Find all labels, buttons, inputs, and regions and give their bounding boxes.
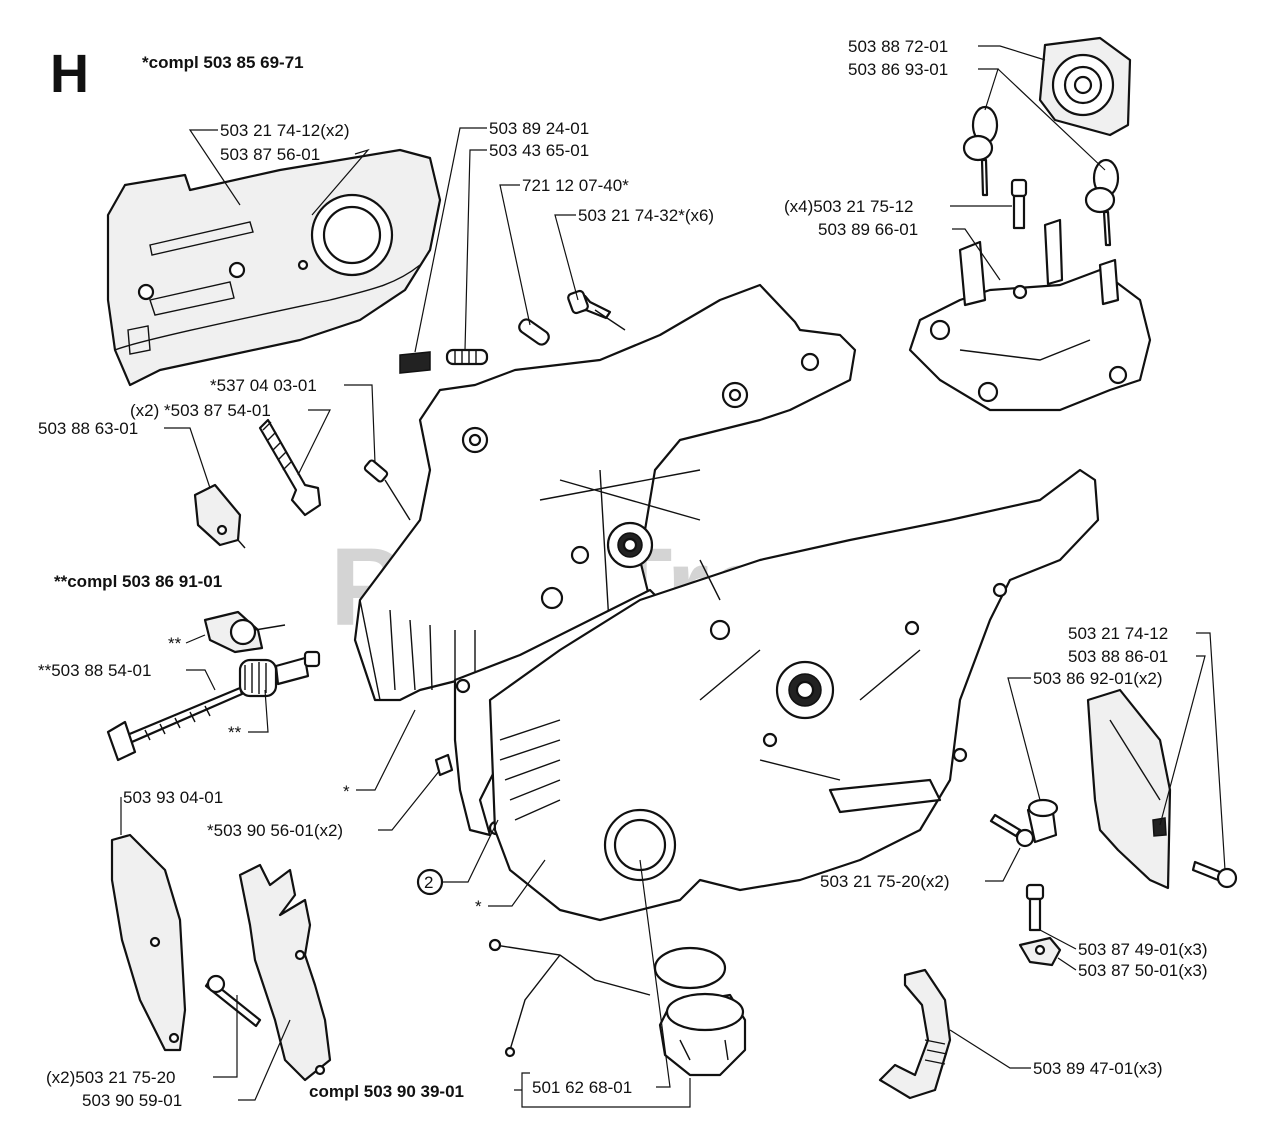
label-50388630: 503 88 63-01 xyxy=(38,419,138,438)
label-50388720: 503 88 72-01 xyxy=(848,37,948,56)
label-50390560: *503 90 56-01(x2) xyxy=(207,821,343,840)
label-50387560: 503 87 56-01 xyxy=(220,145,320,164)
label-50387500: 503 87 50-01(x3) xyxy=(1078,961,1207,980)
label-72112074: 721 12 07-40* xyxy=(522,176,629,195)
label-50393040: 503 93 04-01 xyxy=(123,788,223,807)
chain-tensioner-drawing xyxy=(106,610,321,762)
bolt-50321751-drawing xyxy=(1010,178,1028,230)
label-circle-2: 2 xyxy=(424,873,433,892)
label-dstar-b: ** xyxy=(228,723,242,742)
label-50390590: 503 90 59-01 xyxy=(82,1091,182,1110)
label-star-a: * xyxy=(343,782,350,801)
screw-50321752-drawing xyxy=(989,813,1035,848)
side-guard-drawing xyxy=(1086,688,1172,890)
label-50389240: 503 89 24-01 xyxy=(489,119,589,138)
label-50321751-x4: (x4)503 21 75-12 xyxy=(784,197,913,216)
grommet-parts-drawing xyxy=(962,36,1132,247)
label-50388540: **503 88 54-01 xyxy=(38,661,151,680)
label-50162680: 501 62 68-01 xyxy=(532,1078,632,1097)
circle-marker-2: 2 xyxy=(416,868,444,896)
clutch-cover-drawing xyxy=(106,148,442,387)
section-letter: H xyxy=(50,44,89,104)
label-50387490: 503 87 49-01(x3) xyxy=(1078,940,1207,959)
label-50321741: 503 21 74-12 xyxy=(1068,624,1168,643)
label-50321741-x2: 503 21 74-12(x2) xyxy=(220,121,349,140)
crankcase-left-drawing xyxy=(353,283,857,702)
screw-washer-drawing xyxy=(1018,883,1062,967)
oil-cap-drawing xyxy=(488,938,747,1077)
label-50387540: (x2) *503 87 54-01 xyxy=(130,401,271,420)
label-star-b: * xyxy=(475,897,482,916)
bolt-50387540-drawing xyxy=(258,418,322,517)
cap-50386920-drawing xyxy=(1026,798,1059,844)
label-50343650: 503 43 65-01 xyxy=(489,141,589,160)
label-50389660: 503 89 66-01 xyxy=(818,220,918,239)
label-50389470: 503 89 47-01(x3) xyxy=(1033,1059,1162,1078)
label-53704030: *537 04 03-01 xyxy=(210,376,317,395)
label-dstar-a: ** xyxy=(168,634,182,653)
guard-plate-drawing xyxy=(110,833,187,1052)
label-50321752-x2b: (x2)503 21 75-20 xyxy=(46,1068,175,1087)
label-compl-503869101: **compl 503 86 91-01 xyxy=(54,572,222,591)
intake-housing-drawing xyxy=(908,218,1152,412)
bumper-spike-drawing xyxy=(204,863,332,1082)
crankcase-right-drawing xyxy=(488,468,1100,922)
clip-50388630-drawing xyxy=(193,483,246,549)
hook-50389470-drawing xyxy=(878,968,952,1100)
label-50388860: 503 88 86-01 xyxy=(1068,647,1168,666)
label-50321743-x6: 503 21 74-32*(x6) xyxy=(578,206,714,225)
label-compl-503903901: compl 503 90 39-01 xyxy=(309,1082,464,1101)
label-50386920: 503 86 92-01(x2) xyxy=(1033,669,1162,688)
label-50321752-x2: 503 21 75-20(x2) xyxy=(820,872,949,891)
label-50386930: 503 86 93-01 xyxy=(848,60,948,79)
screw-50321741-drawing xyxy=(1191,860,1238,889)
label-compl-503856971: *compl 503 85 69-71 xyxy=(142,53,304,72)
screw-50321743-drawing xyxy=(567,289,589,315)
